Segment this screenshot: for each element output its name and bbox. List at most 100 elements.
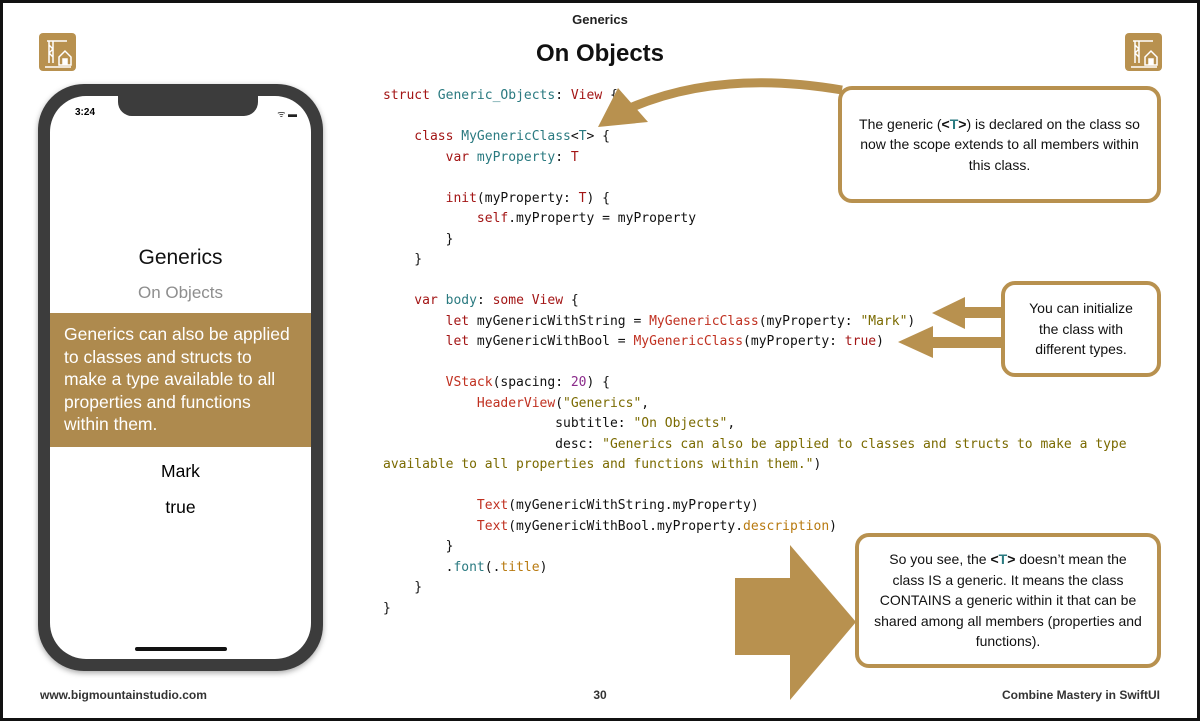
callout-initialize: You can initialize the class with differ… — [1001, 281, 1161, 377]
code-token: ) { — [586, 190, 610, 206]
code-line: desc: "Generics can also be applied to c… — [383, 435, 1127, 456]
logo-icon — [39, 33, 76, 71]
code-token: description — [743, 518, 830, 534]
code-token: View — [570, 88, 603, 103]
code-line: var myProperty: T — [383, 148, 1127, 169]
code-token: MyGenericClass — [461, 129, 571, 144]
callout-generic-declared: The generic (<T>) is declared on the cla… — [838, 86, 1161, 203]
phone-screen: 3:24 ᯤ ▬ Generics On Objects Generics ca… — [50, 96, 311, 659]
code-token: subtitle: — [383, 416, 634, 431]
code-token: } — [383, 252, 423, 267]
tag-open: < — [990, 551, 999, 568]
code-token: MyGenericClass — [633, 334, 744, 349]
callout-text: doesn’t mean the class IS a generic. It … — [874, 551, 1142, 650]
code-token: var — [383, 149, 477, 165]
code-line: } — [383, 578, 1127, 599]
code-line: var body: some View { — [383, 291, 1127, 312]
code-token: "On Objects" — [633, 416, 728, 431]
code-token: ) { — [586, 375, 610, 390]
code-token: ) — [907, 313, 916, 329]
code-token: T — [578, 129, 587, 144]
code-token: struct — [383, 88, 438, 103]
callout-text: You can initialize the class with differ… — [1029, 300, 1133, 358]
code-token: "Generics can also be applied to classes… — [602, 436, 1127, 452]
code-token: init — [383, 190, 477, 206]
code-token: font — [453, 559, 485, 575]
callout-text: So you see, the — [889, 551, 991, 568]
code-line: Text(myGenericWithBool.myProperty.descri… — [383, 517, 1127, 538]
code-line: VStack(spacing: 20) { — [383, 373, 1127, 394]
code-token: class — [383, 129, 462, 144]
code-token: body — [445, 293, 477, 308]
code-line: } — [383, 230, 1127, 251]
text-bool-value: true — [165, 497, 196, 517]
footer-website[interactable]: www.bigmountainstudio.com — [40, 688, 207, 702]
text-string-value: Mark — [161, 461, 200, 481]
code-token: (myProperty: — [476, 190, 579, 206]
code-token: : — [555, 88, 571, 103]
code-token: myGenericWithBool = — [476, 334, 634, 349]
code-line: let myGenericWithString = MyGenericClass… — [383, 312, 1127, 333]
code-token: < — [570, 129, 579, 144]
code-token: true — [844, 334, 877, 349]
code-line: Text(myGenericWithString.myProperty) — [383, 496, 1127, 517]
code-token: let — [383, 313, 477, 329]
code-token: : — [476, 293, 493, 308]
page-title: On Objects — [535, 40, 665, 67]
phone-preview: 3:24 ᯤ ▬ Generics On Objects Generics ca… — [38, 84, 323, 671]
code-block: struct Generic_Objects: View { class MyG… — [383, 86, 1127, 619]
tag-open: < — [941, 115, 950, 132]
code-line: subtitle: "On Objects", — [383, 414, 1127, 435]
code-line: } — [383, 537, 1127, 558]
code-line: self.myProperty = myProperty — [383, 209, 1127, 230]
code-token: (myGenericWithString.myProperty) — [508, 498, 759, 513]
chapter-title: Generics — [572, 12, 628, 27]
callout-text: The generic ( — [859, 115, 942, 132]
code-token: ) — [829, 518, 837, 534]
code-token: "Generics" — [563, 395, 642, 411]
battery-icon: ▬ — [288, 109, 297, 119]
footer-book-title: Combine Mastery in SwiftUI — [1001, 688, 1160, 702]
code-token: (. — [484, 559, 501, 575]
code-token: self — [383, 211, 509, 226]
code-token: .myProperty = myProperty — [508, 211, 697, 226]
code-token: { — [602, 88, 618, 103]
code-line: init(myProperty: T) { — [383, 189, 1127, 210]
code-line: available to all properties and function… — [383, 455, 1127, 476]
status-time: 3:24 — [75, 107, 96, 118]
code-token: myGenericWithString = — [476, 313, 650, 329]
code-token: T — [570, 149, 579, 165]
code-line: HeaderView("Generics", — [383, 394, 1127, 415]
code-token: (myProperty: — [758, 313, 861, 329]
code-token: "Mark" — [860, 313, 908, 329]
code-token: Text — [383, 498, 509, 513]
code-token: Generic_Objects — [437, 88, 556, 103]
header-title: Generics — [138, 246, 223, 269]
code-line: class MyGenericClass<T> { — [383, 127, 1127, 148]
code-token: (spacing: — [492, 375, 571, 390]
home-indicator — [135, 647, 227, 651]
code-line: .font(.title) — [383, 558, 1127, 579]
code-token: T — [578, 190, 587, 206]
code-token: Text — [383, 518, 509, 534]
header-subtitle: On Objects — [137, 283, 224, 302]
code-token: let — [383, 334, 477, 349]
code-token: . — [383, 559, 454, 575]
phone-notch — [118, 96, 258, 116]
code-token: } — [383, 231, 454, 247]
callout-text: ) is declared on the class so now the sc… — [860, 115, 1140, 173]
tag-close: > — [1007, 551, 1016, 568]
tag-type: T — [998, 551, 1008, 568]
code-token: some View — [492, 293, 564, 308]
code-token: myProperty — [476, 149, 556, 165]
code-token: , — [727, 416, 736, 431]
code-token: ( — [555, 395, 564, 411]
code-token: , — [641, 395, 650, 411]
page-number: 30 — [593, 688, 607, 702]
code-line: let myGenericWithBool = MyGenericClass(m… — [383, 332, 1127, 353]
code-token: MyGenericClass — [649, 313, 759, 329]
code-token: desc: — [383, 436, 603, 452]
code-token: } — [383, 600, 391, 616]
code-token: ) — [876, 334, 884, 349]
code-token: 20 — [570, 375, 587, 390]
